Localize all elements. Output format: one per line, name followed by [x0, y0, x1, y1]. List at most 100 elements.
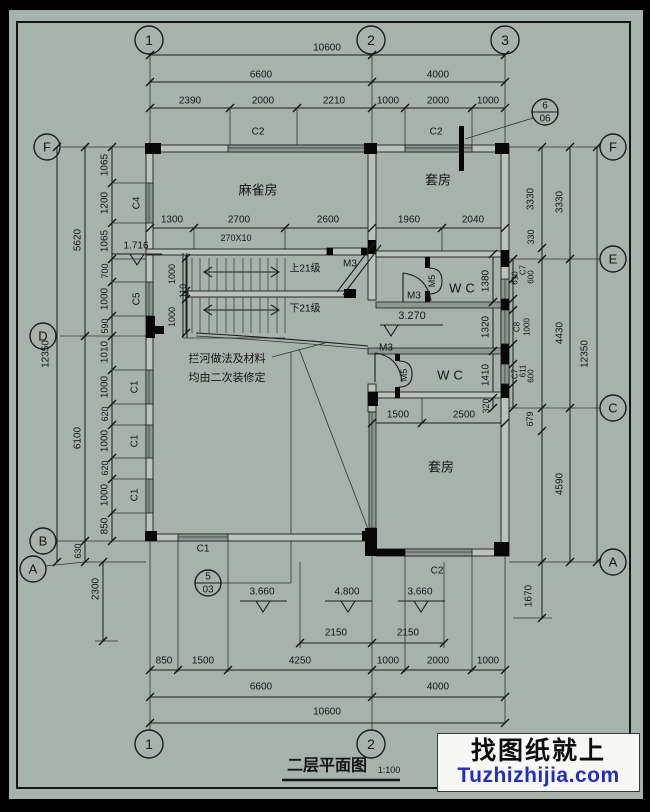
detail-sheet: 03 — [202, 585, 214, 596]
dim-label: 1000 — [377, 656, 400, 667]
dim-label: 700 — [100, 263, 110, 278]
watermark-site[interactable]: Tuzhizhijia.com — [457, 763, 620, 787]
dim-label: 6600 — [250, 682, 273, 693]
stair-note: 上21级 — [289, 263, 320, 275]
dim-label: 1320 — [481, 315, 492, 338]
watermark-slogan: 找图纸就上 — [470, 737, 606, 766]
dim-label: 1000 — [167, 307, 177, 327]
stair-note: 270X10 — [220, 233, 251, 243]
grid-label: 3 — [501, 32, 509, 48]
window-label: C1 — [197, 544, 210, 555]
dim-label: 3330 — [526, 187, 537, 210]
dim-label: 4250 — [289, 656, 312, 667]
dim-label: 110 — [178, 284, 188, 298]
dimension-lines — [56, 54, 598, 724]
columns — [145, 143, 509, 556]
dim-label: 5620 — [73, 228, 84, 251]
paper — [9, 10, 643, 799]
door-label: M5 — [399, 369, 409, 382]
grid-label: C — [608, 401, 617, 416]
window-c1-left-2 — [145, 424, 154, 459]
dim-label: 590 — [100, 318, 110, 333]
dim-label: 2700 — [228, 215, 251, 226]
window-grid2-rail — [368, 411, 377, 529]
grid-label: 2 — [367, 32, 375, 48]
dim-label: 850 — [100, 517, 111, 534]
dim-label: 1065 — [100, 153, 111, 176]
dim-label: 600 — [527, 369, 536, 383]
drawing-title: 二层平面图 — [287, 757, 367, 775]
dim-label: 2150 — [325, 628, 348, 639]
window-label: C7 — [519, 264, 528, 275]
dim-label: 4430 — [555, 321, 566, 344]
window-label: C5 — [132, 292, 143, 305]
level-label: 3.660 — [249, 587, 274, 598]
room-label: 套房 — [428, 460, 454, 475]
detail-sheet: 06 — [539, 114, 551, 125]
door-label: M3 — [407, 291, 421, 302]
dim-label: 1670 — [524, 584, 535, 607]
dim-label: 1000 — [100, 375, 111, 398]
dim-label: 600 — [527, 270, 536, 284]
dim-label: 610 — [511, 271, 520, 285]
dim-label: 1065 — [100, 229, 111, 252]
window-label: C8 — [513, 321, 522, 332]
window-c1-left-1 — [145, 369, 154, 405]
dim-label: 330 — [526, 229, 536, 244]
window-c4 — [145, 182, 154, 224]
level-label: 3.660 — [407, 587, 432, 598]
dim-label: 4000 — [427, 682, 450, 693]
drawing-scale: 1:100 — [378, 765, 401, 775]
dim-label: 1410 — [481, 363, 492, 386]
dim-label: 2150 — [397, 628, 420, 639]
door-label: M5 — [427, 275, 437, 288]
room-label: WC — [449, 281, 479, 296]
watermark[interactable]: 找图纸就上 Tuzhizhijia.com — [437, 733, 640, 792]
window-label: C7 — [511, 368, 520, 379]
dim-label: 1500 — [192, 656, 215, 667]
dim-label: 1010 — [100, 340, 111, 363]
dim-label: 320 — [481, 398, 491, 413]
grid-label: 1 — [145, 32, 153, 48]
window-c5 — [145, 281, 154, 317]
dim-label: 620 — [100, 460, 110, 475]
dim-label: 1380 — [481, 269, 492, 292]
dim-label: 2600 — [317, 215, 340, 226]
dim-label: 3330 — [555, 190, 566, 213]
dim-label: 1000 — [100, 429, 111, 452]
grid-label: 1 — [145, 736, 153, 752]
dim-label: 2000 — [427, 656, 450, 667]
grid-label: 2 — [367, 736, 375, 752]
dim-label: 850 — [156, 656, 173, 667]
staircase — [182, 241, 382, 350]
room-label: 套房 — [425, 173, 451, 188]
door-label: M3 — [379, 343, 393, 354]
detail-number: 6 — [542, 101, 548, 112]
dimension-ticks — [52, 50, 602, 728]
level-markers — [112, 253, 445, 614]
window-c2-bottom — [404, 548, 473, 557]
door-m5-bifold-2 — [398, 360, 413, 388]
door-label: M3 — [343, 259, 357, 270]
window-c1-bottom — [177, 533, 229, 542]
dim-label: 1000 — [477, 96, 500, 107]
window-label: C1 — [130, 434, 141, 447]
grid-label: F — [43, 140, 51, 155]
level-label: 3.270 — [398, 310, 426, 322]
window-label: C2 — [252, 127, 265, 138]
dim-label: 1960 — [398, 215, 421, 226]
dim-label: 1000 — [167, 264, 177, 284]
dim-label: 2000 — [427, 96, 450, 107]
dim-label: 4590 — [555, 472, 566, 495]
level-label: 4.800 — [334, 587, 359, 598]
annotation-text: 拦河做法及材料 — [189, 351, 266, 365]
dim-label: 1000 — [100, 483, 111, 506]
grid-label: A — [29, 562, 38, 577]
window-label: C2 — [430, 127, 443, 138]
dim-label: 1000 — [477, 656, 500, 667]
grid-label: E — [609, 252, 618, 267]
dim-label: 1200 — [100, 191, 111, 214]
